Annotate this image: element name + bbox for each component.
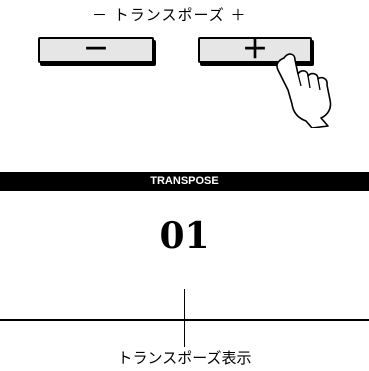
minus-button-label: － — [82, 35, 109, 65]
plus-button-label: ＋ — [241, 35, 268, 65]
callout-line — [184, 289, 185, 347]
transpose-minus-button[interactable]: － — [38, 35, 154, 65]
display-header: TRANSPOSE — [0, 172, 369, 191]
transpose-plus-button[interactable]: ＋ — [198, 35, 312, 65]
transpose-display-caption: トランスポーズ表示 — [117, 349, 252, 367]
pointing-hand-icon — [276, 53, 332, 128]
transpose-buttons-label: － トランスポーズ ＋ — [92, 6, 247, 24]
transpose-value: 01 — [159, 215, 210, 257]
